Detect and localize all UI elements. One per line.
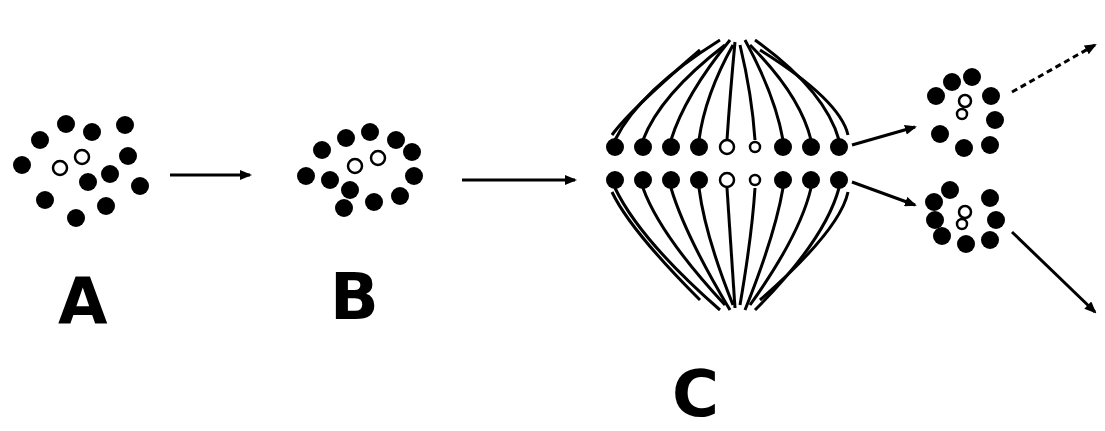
chromosome — [963, 68, 981, 86]
chromosome — [925, 193, 943, 211]
chromosome — [361, 123, 379, 141]
hollow-chromosome — [750, 175, 760, 185]
hollow-chromosome — [75, 150, 89, 164]
chromosome — [119, 147, 137, 165]
chromosome — [83, 123, 101, 141]
chromosome — [36, 191, 54, 209]
chromosome — [79, 173, 97, 191]
chromosome — [321, 171, 339, 189]
chromosome — [116, 116, 134, 134]
hollow-chromosome — [53, 161, 67, 175]
hollow-chromosome — [348, 159, 362, 173]
chromosome — [931, 125, 949, 143]
spindle-fibres — [612, 40, 848, 310]
hollow-chromosome — [371, 151, 385, 165]
chromosome — [365, 193, 383, 211]
chromosome — [690, 171, 708, 189]
hollow-chromosome — [750, 142, 760, 152]
chromosome — [927, 87, 945, 105]
hollow-chromosome — [957, 109, 967, 119]
chromosome — [986, 111, 1004, 129]
chromosome — [31, 131, 49, 149]
chromosome — [57, 115, 75, 133]
chromosome — [690, 138, 708, 156]
chromosome — [403, 143, 421, 161]
chromosome — [982, 87, 1000, 105]
chromosome-dots — [13, 68, 1005, 253]
chromosome — [926, 211, 944, 229]
chromosome — [606, 138, 624, 156]
chromosome — [941, 181, 959, 199]
chromosome — [662, 138, 680, 156]
chromosome — [387, 131, 405, 149]
chromosome — [341, 181, 359, 199]
chromosome — [606, 171, 624, 189]
hollow-chromosome — [720, 140, 734, 154]
chromosome — [634, 171, 652, 189]
process-arrows — [170, 45, 1095, 312]
chromosome — [774, 138, 792, 156]
stage-letter: A — [58, 270, 108, 334]
chromosome — [97, 197, 115, 215]
chromosome — [933, 227, 951, 245]
chromosome — [391, 187, 409, 205]
chromosome — [802, 138, 820, 156]
stage-letter: B — [330, 265, 379, 329]
hollow-chromosome — [720, 173, 734, 187]
stage-letter: C — [672, 362, 719, 426]
hollow-chromosome — [957, 219, 967, 229]
chromosome — [830, 171, 848, 189]
chromosome — [337, 129, 355, 147]
chromosome — [335, 199, 353, 217]
chromosome — [313, 141, 331, 159]
chromosome — [987, 211, 1005, 229]
chromosome — [943, 73, 961, 91]
chromosome — [131, 177, 149, 195]
chromosome — [297, 167, 315, 185]
chromosome — [830, 138, 848, 156]
chromosome — [13, 156, 31, 174]
chromosome — [981, 136, 999, 154]
chromosome — [957, 235, 975, 253]
chromosome — [802, 171, 820, 189]
hollow-chromosome — [959, 206, 971, 218]
chromosome — [662, 171, 680, 189]
chromosome — [67, 209, 85, 227]
chromosome — [101, 165, 119, 183]
hollow-chromosome — [959, 95, 971, 107]
chromosome — [981, 189, 999, 207]
chromosome — [634, 138, 652, 156]
chromosome — [774, 171, 792, 189]
chromosome — [405, 167, 423, 185]
chromosome — [981, 231, 999, 249]
chromosome — [955, 139, 973, 157]
